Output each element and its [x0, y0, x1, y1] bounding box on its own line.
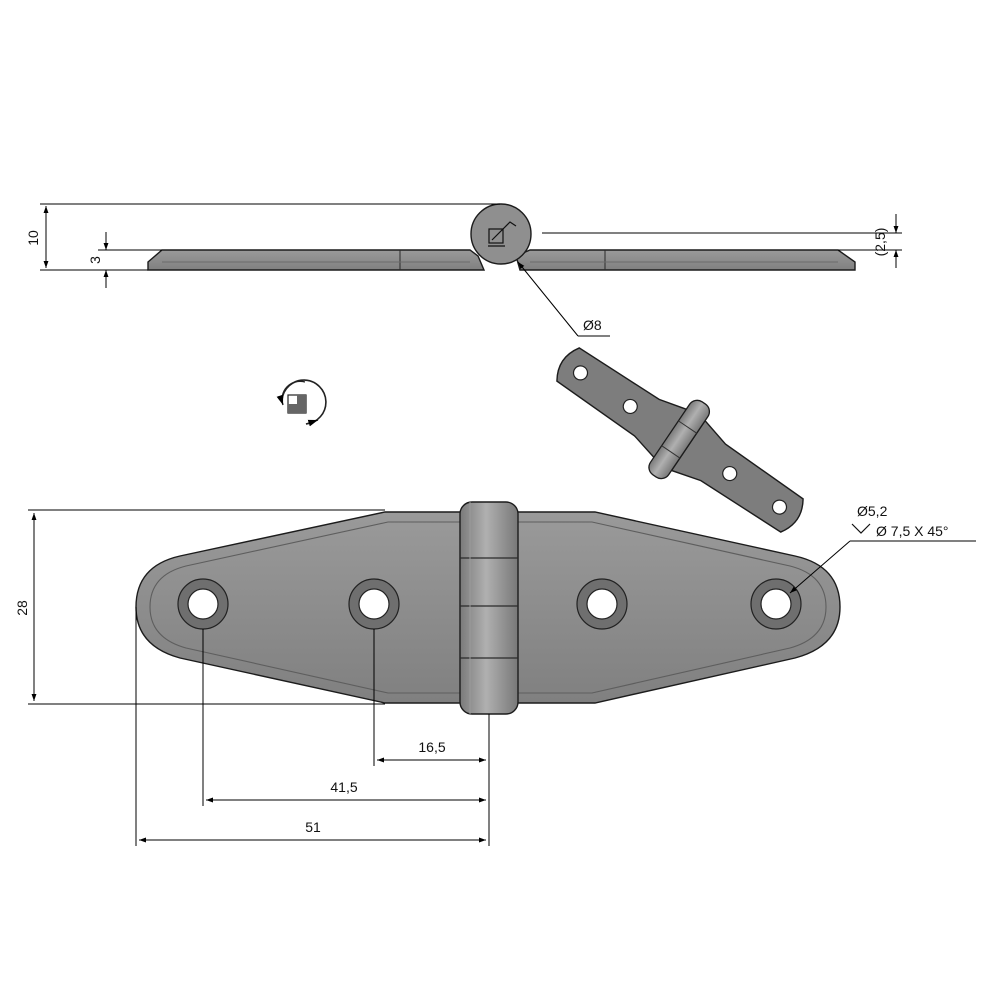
side-view-right-leaf	[515, 249, 856, 271]
dim-outer-hole-spacing: 41,5	[206, 779, 486, 803]
front-view: 28 16,5 41,5 51 Ø5,2 Ø 7,5 X 45°	[14, 501, 976, 846]
side-view-left-leaf	[147, 249, 486, 271]
countersink-v-icon	[851, 523, 871, 534]
dim-outer-hole-spacing-label: 41,5	[330, 779, 357, 795]
dim-hole-spacing: 16,5	[377, 739, 486, 763]
hole-3	[576, 578, 628, 630]
iso-right-leaf	[670, 419, 804, 533]
dim-plate-thickness: 3	[87, 232, 162, 288]
dim-height-total-label: 10	[25, 230, 41, 246]
side-view: 10 3 (2,5) Ø8	[25, 203, 902, 337]
dim-hole-callout: Ø5,2 Ø 7,5 X 45°	[789, 503, 976, 594]
dim-height-total: 10	[25, 203, 500, 271]
dim-plate-thickness-label: 3	[87, 256, 103, 264]
dim-hole-spacing-label: 16,5	[418, 739, 445, 755]
dim-hinge-width: 28	[14, 509, 385, 705]
side-view-knuckle	[470, 203, 532, 265]
front-view-plate-bevel	[149, 521, 827, 694]
isometric-view	[556, 347, 804, 533]
dim-hole-diameter-label: Ø5,2	[857, 503, 888, 519]
iso-knuckle	[648, 399, 711, 480]
dim-pin-offset: (2,5)	[542, 214, 902, 268]
dim-hinge-width-label: 28	[14, 600, 30, 616]
dim-knuckle-diameter: Ø8	[517, 261, 610, 337]
dim-half-length: 51	[139, 819, 486, 843]
dim-half-length-label: 51	[305, 819, 321, 835]
rotate-view-icon	[276, 379, 327, 427]
dim-knuckle-diameter-label: Ø8	[583, 317, 602, 333]
dim-countersink-label: Ø 7,5 X 45°	[876, 523, 949, 539]
hole-2	[348, 578, 400, 630]
hole-1	[177, 578, 229, 630]
hole-4	[750, 578, 802, 630]
dim-pin-offset-label: (2,5)	[872, 228, 888, 257]
pin-symbol-icon	[488, 221, 517, 247]
front-view-knuckle	[459, 501, 519, 715]
